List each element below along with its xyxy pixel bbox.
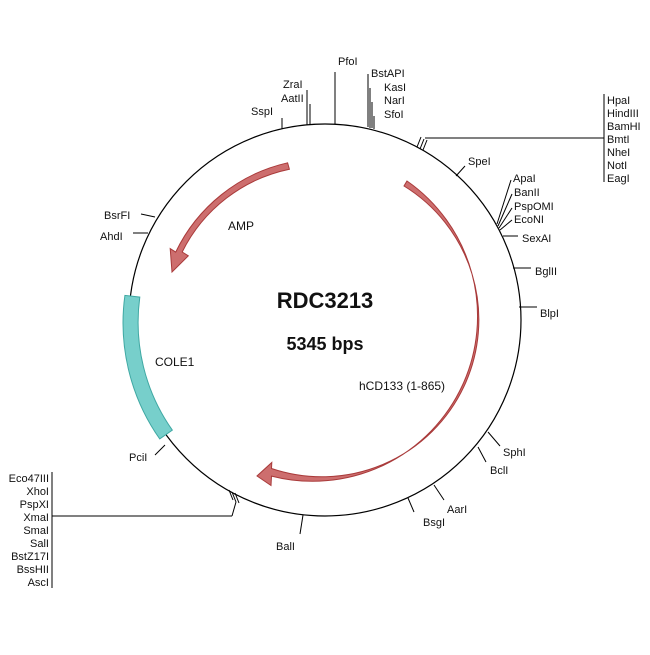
cluster-right-label-4: NheI [607, 147, 630, 159]
site-tick-sphi [487, 431, 501, 447]
site-tick-pspomi [498, 207, 513, 229]
cluster-left-label-8: AscI [28, 577, 49, 589]
site-tick-bsrfi [140, 213, 156, 218]
feature-label-hcd133: hCD133 (1-865) [359, 379, 445, 393]
cluster-left-tick-c [234, 492, 240, 504]
site-label-apai: ApaI [513, 173, 536, 185]
site-tick-bcli [477, 446, 487, 463]
cluster-left-label-3: XmaI [23, 512, 49, 524]
site-label-bsgi: BsgI [423, 517, 445, 529]
cluster-left-label-0: Eco47III [9, 473, 49, 485]
cluster-right-label-1: HindIII [607, 108, 639, 120]
cluster-left-label-6: BstZ17I [11, 551, 49, 563]
cluster-left-label-2: PspXI [20, 499, 49, 511]
cluster-left-label-1: XhoI [26, 486, 49, 498]
site-label-sfoi: SfoI [384, 109, 404, 121]
site-label-banii: BanII [514, 187, 540, 199]
site-label-aari: AarI [447, 504, 467, 516]
site-label-sspi: SspI [251, 106, 273, 118]
cluster-right-tick-c [422, 139, 428, 151]
site-label-bali: BalI [276, 541, 295, 553]
site-label-sphi: SphI [503, 447, 526, 459]
cluster-left-tick-a [228, 489, 234, 501]
feature-hcd133-arrow [256, 180, 480, 487]
site-label-ahdi: AhdI [100, 231, 123, 243]
site-label-kasi: KasI [384, 82, 406, 94]
cluster-right-label-0: HpaI [607, 95, 630, 107]
site-tick-banii [497, 193, 513, 227]
site-label-pfoi: PfoI [338, 56, 358, 68]
cluster-right-label-5: NotI [607, 160, 627, 172]
site-label-sexai: SexAI [522, 233, 551, 245]
feature-cole1-arrow [122, 294, 173, 440]
site-tick-econi [499, 219, 513, 231]
plasmid-size: 5345 bps [286, 334, 363, 354]
plasmid-name: RDC3213 [277, 288, 374, 313]
site-label-bglii: BglII [535, 266, 557, 278]
cluster-right-label-3: BmtI [607, 134, 630, 146]
site-tick-spei [455, 165, 466, 177]
site-tick-aari [433, 484, 445, 501]
site-label-econi: EcoNI [514, 214, 544, 226]
site-label-pcii: PciI [129, 452, 147, 464]
site-label-nari: NarI [384, 95, 405, 107]
cluster-left-label-7: BssHII [17, 564, 49, 576]
site-label-bcli: BclI [490, 465, 508, 477]
cluster-left-leader-tail [231, 501, 237, 517]
cluster-right-tick-a [416, 136, 422, 148]
plasmid-backbone [128, 123, 522, 517]
cluster-left-label-5: SalI [30, 538, 49, 550]
cluster-left-tick-b [231, 491, 237, 503]
cluster-right-label-6: EagI [607, 173, 630, 185]
site-label-spei: SpeI [468, 156, 491, 168]
cluster-left-label-4: SmaI [23, 525, 49, 537]
site-label-pspomi: PspOMI [514, 201, 554, 213]
site-label-bstapi: BstAPI [371, 68, 405, 80]
cluster-right-tick-b [419, 138, 425, 150]
feature-label-amp: AMP [228, 219, 254, 233]
feature-amp-arrow [169, 162, 291, 274]
site-tick-bali [299, 514, 304, 535]
site-tick-bsgi [407, 497, 415, 513]
site-label-aatii: AatII [281, 93, 304, 105]
site-label-blpi: BlpI [540, 308, 559, 320]
site-tick-apai [496, 179, 512, 225]
site-tick-pcii [154, 444, 166, 456]
feature-label-cole1: COLE1 [155, 355, 195, 369]
cluster-right-label-2: BamHI [607, 121, 641, 133]
site-label-bsrfi: BsrFI [104, 210, 130, 222]
site-label-zrai: ZraI [283, 79, 303, 91]
